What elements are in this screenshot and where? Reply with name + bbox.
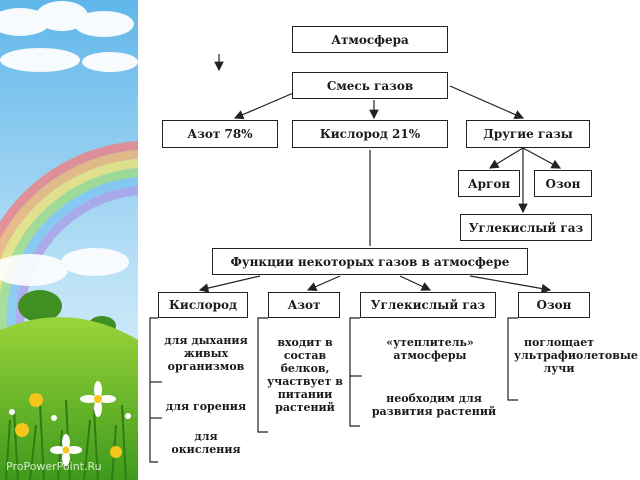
- oxygen-function-combustion: для горения: [165, 400, 247, 413]
- connector-lines: [149, 54, 562, 463]
- watermark-text: ProPowerPoint.Ru: [6, 460, 102, 473]
- decorative-landscape-panel: ProPowerPoint.Ru: [0, 0, 138, 480]
- diagram-canvas: Атмосфера Смесь газов Азот 78% Кислород …: [140, 0, 640, 480]
- oxygen-function-oxidation: для окисления: [171, 430, 241, 456]
- other-gases-box: Другие газы: [466, 120, 590, 148]
- bracket-ozone: [507, 317, 518, 401]
- cloud-icon: [0, 1, 138, 72]
- bracket-nitrogen: [257, 317, 268, 433]
- arrow-functions-to-nitrogen: [306, 275, 341, 292]
- oxygen-percent-box: Кислород 21%: [292, 120, 448, 148]
- bracket-co2: [349, 317, 360, 427]
- arrow-other-to-argon: [488, 147, 524, 169]
- bracket-oxygen: [149, 317, 158, 463]
- oxygen-column-header: Кислород: [158, 292, 248, 318]
- co2-column-header: Углекислый газ: [360, 292, 496, 318]
- co2-function-plant-growth: необходим для развития растений: [371, 392, 497, 418]
- flower-icon: [9, 381, 131, 466]
- ozone-box: Озон: [534, 170, 592, 197]
- functions-title-box: Функции некоторых газов в атмосфере: [212, 248, 528, 275]
- root-atmosphere-box: Атмосфера: [292, 26, 448, 53]
- arrow-functions-to-co2: [399, 275, 432, 291]
- arrow-functions-to-oxygen: [198, 275, 261, 293]
- nitrogen-column-header: Азот: [268, 292, 340, 318]
- rainbow-icon: [0, 140, 138, 480]
- arrow-mix-to-other: [449, 85, 525, 120]
- co2-function-insulator: «утеплитель» атмосферы: [386, 336, 474, 362]
- nitrogen-percent-box: Азот 78%: [162, 120, 278, 148]
- gas-mixture-box: Смесь газов: [292, 72, 448, 99]
- arrow-functions-to-ozone: [469, 275, 552, 294]
- argon-box: Аргон: [458, 170, 520, 197]
- nitrogen-function-protein: входит в состав белков, участвует в пита…: [267, 336, 343, 414]
- carbon-dioxide-box: Углекислый газ: [460, 214, 592, 241]
- arrow-other-to-ozone: [522, 147, 562, 169]
- ozone-column-header: Озон: [518, 292, 590, 318]
- oxygen-function-respiration: для дыхания живых организмов: [164, 334, 248, 373]
- ozone-function-uv-absorb: поглощает ультрафиолетовые лучи: [514, 336, 638, 375]
